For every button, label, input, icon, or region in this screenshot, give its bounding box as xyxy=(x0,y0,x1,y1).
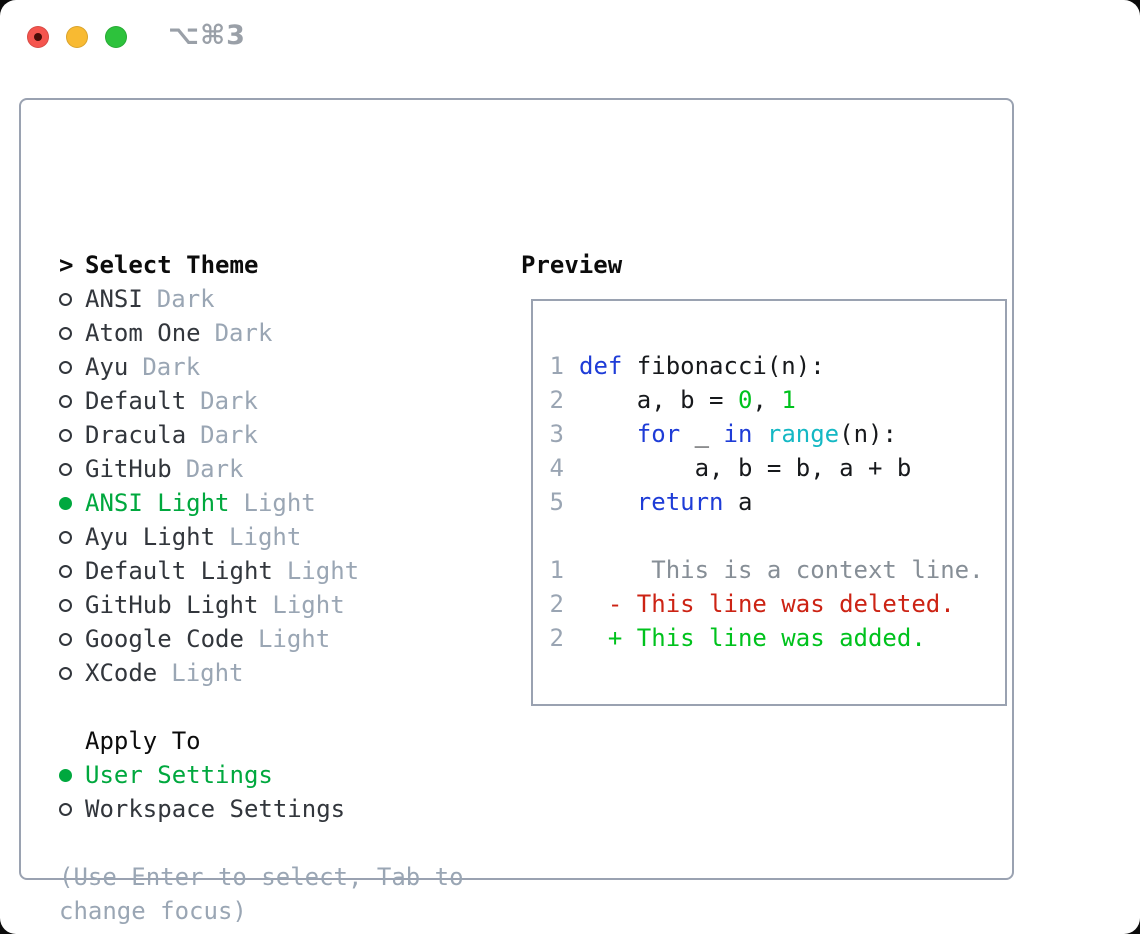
window-title: ⌥⌘3 xyxy=(168,20,246,51)
item-label: ANSI Light xyxy=(85,489,230,517)
code-line: 2 + This line was added. xyxy=(549,621,1005,655)
radio-icon xyxy=(59,462,72,476)
code-line: 3 for _ in range(n): xyxy=(549,417,1005,451)
apply-to-header: Apply To xyxy=(59,724,509,758)
code-line: 1 This is a context line. xyxy=(549,553,1005,587)
theme-option-github[interactable]: GitHub Dark xyxy=(59,452,509,486)
code-text: This is a context line. xyxy=(579,556,984,584)
item-variant-label: Dark xyxy=(185,455,244,483)
theme-option-xcode[interactable]: XCode Light xyxy=(59,656,509,690)
select-theme-label: Select Theme xyxy=(85,251,259,279)
preview-header: Preview xyxy=(521,251,623,279)
prompt-caret: > xyxy=(59,251,74,279)
item-variant-label: Dark xyxy=(214,319,273,347)
line-number: 4 xyxy=(549,454,564,482)
code-line: 4 a, b = b, a + b xyxy=(549,451,1005,485)
code-text: a, b = 0, 1 xyxy=(579,386,796,414)
item-label: GitHub xyxy=(85,455,172,483)
radio-icon xyxy=(59,666,72,680)
item-variant-label: Light xyxy=(243,489,316,517)
theme-option-ansi-light[interactable]: ANSI Light Light xyxy=(59,486,509,520)
close-button[interactable] xyxy=(27,26,49,48)
radio-icon xyxy=(59,428,72,442)
code-line xyxy=(549,519,1005,553)
theme-option-ansi[interactable]: ANSI Dark xyxy=(59,282,509,316)
theme-option-dracula[interactable]: Dracula Dark xyxy=(59,418,509,452)
theme-option-default[interactable]: Default Dark xyxy=(59,384,509,418)
item-variant-label: Dark xyxy=(200,421,258,449)
code-line: 5 return a xyxy=(549,485,1005,519)
apply-option-workspace-settings[interactable]: Workspace Settings xyxy=(59,792,509,826)
code-text: for _ in range(n): xyxy=(636,420,897,448)
line-number: 2 xyxy=(549,624,564,652)
radio-selected-icon xyxy=(59,768,72,782)
item-variant-label: Light xyxy=(272,591,345,619)
theme-option-atom-one[interactable]: Atom One Dark xyxy=(59,316,509,350)
keyboard-hint: (Use Enter to select, Tab to change focu… xyxy=(59,863,464,925)
radio-icon xyxy=(59,564,72,578)
code-text: + This line was added. xyxy=(579,624,926,652)
code-text: - This line was deleted. xyxy=(579,590,955,618)
item-label: Ayu Light xyxy=(85,523,216,551)
item-variant-label: Dark xyxy=(156,285,215,313)
theme-option-default-light[interactable]: Default Light Light xyxy=(59,554,509,588)
code-line: 2 a, b = 0, 1 xyxy=(549,383,1005,417)
item-label: Default Light xyxy=(85,557,273,585)
code-line: 2 - This line was deleted. xyxy=(549,587,1005,621)
line-number: 5 xyxy=(549,488,564,516)
line-number: 2 xyxy=(549,386,564,414)
item-label: Default xyxy=(85,387,187,415)
item-variant-label: Light xyxy=(229,523,302,551)
item-variant-label: Light xyxy=(171,659,244,687)
apply-to-label: Apply To xyxy=(85,727,201,755)
item-label: GitHub Light xyxy=(85,591,259,619)
select-theme-header: > Select Theme xyxy=(59,248,509,282)
titlebar xyxy=(27,26,144,48)
line-number: 1 xyxy=(549,352,564,380)
theme-option-ayu-light[interactable]: Ayu Light Light xyxy=(59,520,509,554)
line-number: 3 xyxy=(549,420,564,448)
code-line: 1 def fibonacci(n): xyxy=(549,349,1005,383)
close-focus-dot-icon xyxy=(34,33,42,41)
item-variant-label: Light xyxy=(257,625,331,653)
code-text: def fibonacci(n): xyxy=(579,352,825,380)
theme-option-google-code[interactable]: Google Code Light xyxy=(59,622,509,656)
code-text: return a xyxy=(636,488,753,516)
radio-icon xyxy=(59,802,72,816)
radio-selected-icon xyxy=(59,496,72,510)
theme-option-github-light[interactable]: GitHub Light Light xyxy=(59,588,509,622)
item-label: Workspace Settings xyxy=(85,795,346,823)
zoom-button[interactable] xyxy=(105,26,127,48)
radio-icon xyxy=(59,360,72,374)
radio-icon xyxy=(59,598,72,612)
item-label: ANSI xyxy=(85,285,143,313)
item-label: Dracula xyxy=(85,421,187,449)
radio-icon xyxy=(59,326,72,340)
item-label: Ayu xyxy=(85,353,129,381)
radio-icon xyxy=(59,292,72,306)
radio-icon xyxy=(59,394,72,408)
item-variant-label: Dark xyxy=(142,353,201,381)
theme-option-ayu[interactable]: Ayu Dark xyxy=(59,350,509,384)
item-label: Atom One xyxy=(85,319,201,347)
minimize-button[interactable] xyxy=(66,26,88,48)
item-label: XCode xyxy=(85,659,158,687)
radio-icon xyxy=(59,530,72,544)
item-label: User Settings xyxy=(85,761,273,789)
item-variant-label: Dark xyxy=(200,387,258,415)
item-label: Google Code xyxy=(85,625,244,653)
line-number: 2 xyxy=(549,590,564,618)
radio-icon xyxy=(59,632,72,646)
code-text: a, b = b, a + b xyxy=(579,454,912,482)
apply-option-user-settings[interactable]: User Settings xyxy=(59,758,509,792)
item-variant-label: Light xyxy=(286,557,360,585)
line-number: 1 xyxy=(549,556,564,584)
